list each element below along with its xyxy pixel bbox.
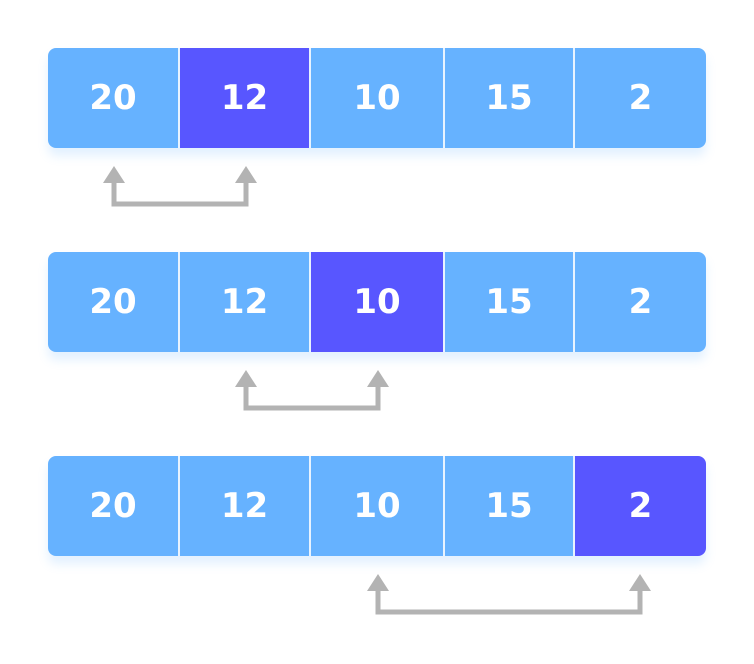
array-row-step-3: 20 12 10 15 2 [48,456,706,556]
array-cell: 2 [575,456,706,556]
array-row-step-1: 20 12 10 15 2 [48,48,706,148]
arrow-up-icon [629,574,651,591]
array-cell: 12 [180,456,311,556]
array-cell: 20 [48,48,180,148]
swap-arrow-connector [111,180,249,207]
array-cell: 10 [311,456,445,556]
array-cell: 15 [445,456,575,556]
swap-arrow-connector [243,384,381,411]
array-row-step-2: 20 12 10 15 2 [48,252,706,352]
arrow-up-icon [367,574,389,591]
swap-arrow-connector [375,588,643,615]
array-cell: 12 [180,48,311,148]
array-cell: 2 [575,252,706,352]
array-cell: 12 [180,252,311,352]
array-cell: 20 [48,456,180,556]
array-cell: 2 [575,48,706,148]
arrow-up-icon [235,370,257,387]
array-cell: 15 [445,252,575,352]
array-cell: 10 [311,48,445,148]
array-cell: 10 [311,252,445,352]
array-cell: 15 [445,48,575,148]
arrow-up-icon [103,166,125,183]
arrow-up-icon [367,370,389,387]
arrow-up-icon [235,166,257,183]
array-cell: 20 [48,252,180,352]
